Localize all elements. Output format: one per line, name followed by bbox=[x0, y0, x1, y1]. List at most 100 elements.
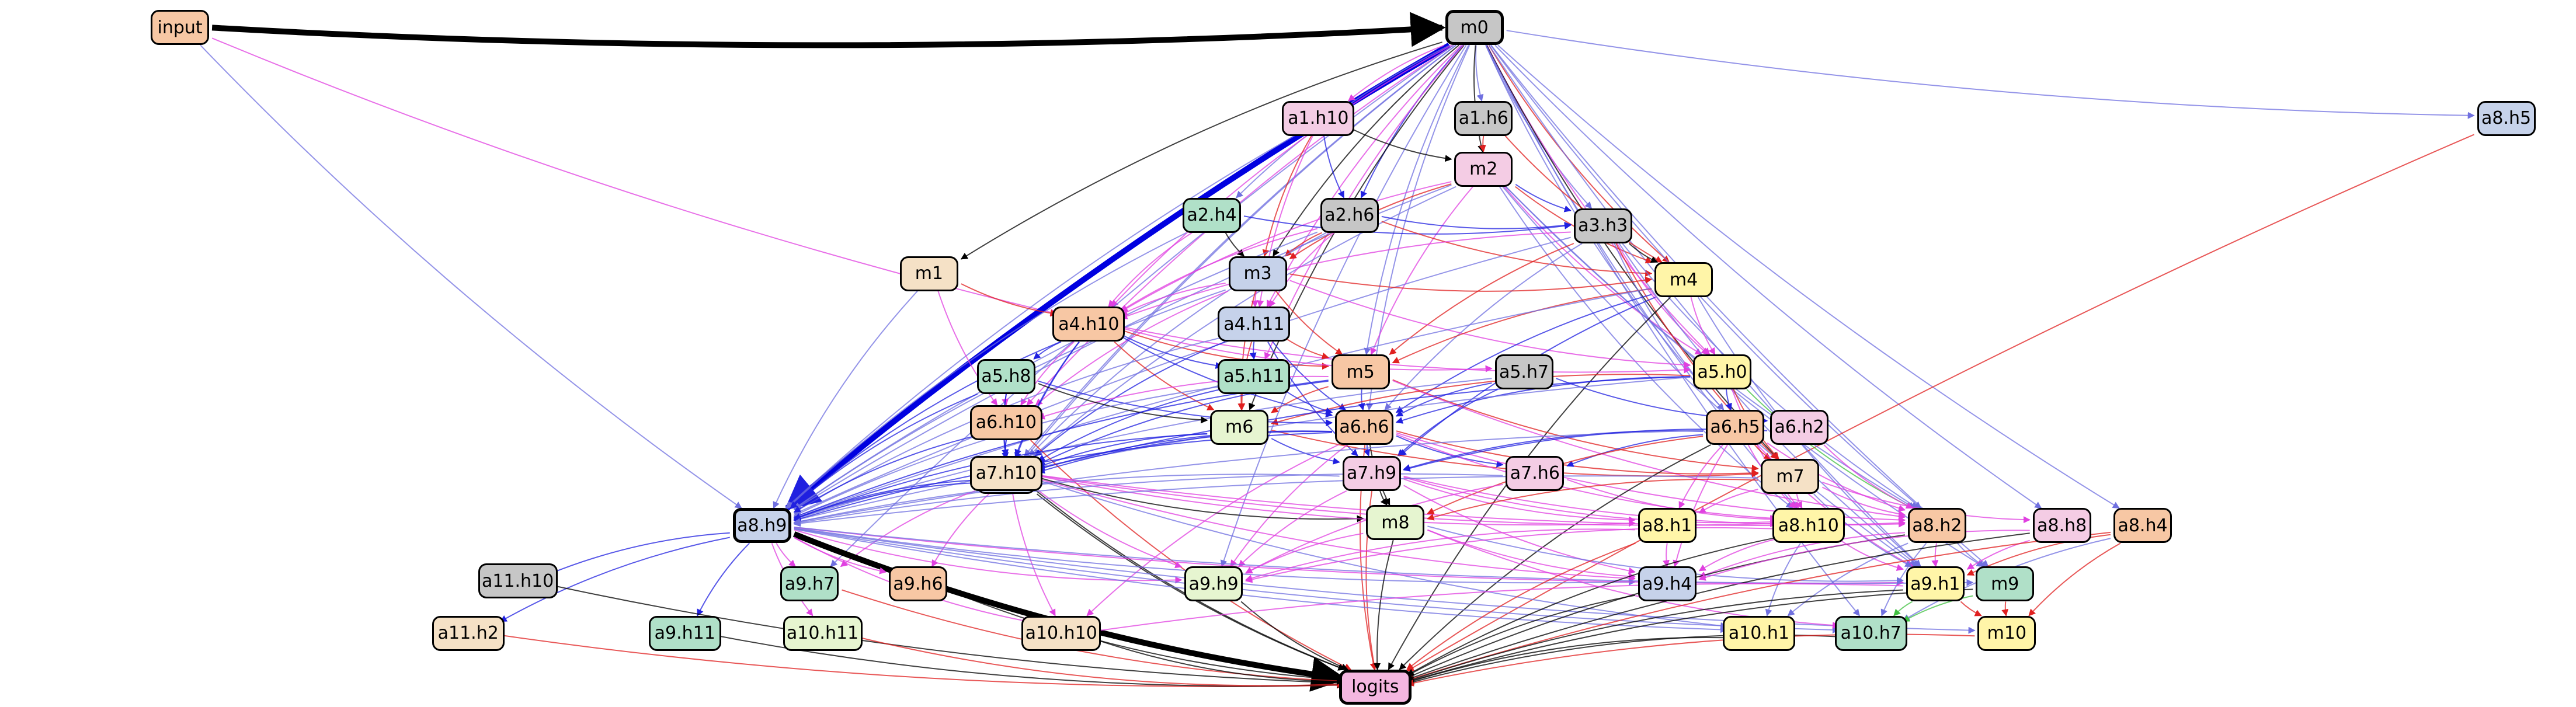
node-m5[interactable]: m5 bbox=[1331, 354, 1390, 390]
edge-a3h3-to-a8h9 bbox=[793, 236, 1571, 515]
edge-a4h10-to-a6h10 bbox=[1020, 341, 1075, 406]
edge-a8h2-to-a9h4 bbox=[1698, 532, 1905, 579]
edge-m4-to-a5h0 bbox=[1690, 297, 1716, 356]
node-a8h2[interactable]: a8.h2 bbox=[1907, 508, 1966, 544]
node-input[interactable]: input bbox=[151, 10, 210, 46]
edge-a6h5-to-a8h1 bbox=[1678, 444, 1724, 509]
node-a3h3[interactable]: a3.h3 bbox=[1573, 208, 1632, 243]
node-a6h6[interactable]: a6.h6 bbox=[1334, 409, 1393, 445]
edge-m3-to-a4h11 bbox=[1251, 291, 1259, 308]
edge-a8h4-to-m10 bbox=[2028, 542, 2121, 617]
node-a10h10[interactable]: a10.h10 bbox=[1021, 615, 1101, 651]
node-a8h8[interactable]: a8.h8 bbox=[2032, 508, 2091, 544]
edge-a5h11-to-a6h6 bbox=[1285, 391, 1333, 415]
edge-a8h8-to-logits bbox=[1406, 532, 2030, 681]
edge-a7h9-to-a8h1 bbox=[1403, 478, 1636, 524]
edge-m1-to-a8h9 bbox=[773, 290, 918, 509]
node-a8h4[interactable]: a8.h4 bbox=[2113, 508, 2172, 544]
edge-m0-to-a8h4 bbox=[1497, 44, 2120, 509]
node-a11h10[interactable]: a11.h10 bbox=[478, 563, 558, 599]
node-m8[interactable]: m8 bbox=[1366, 505, 1425, 541]
edge-a8h9-to-a11h2 bbox=[499, 537, 730, 622]
edge-a7h10-to-m8 bbox=[1038, 476, 1364, 523]
edge-a9h4-to-logits bbox=[1406, 594, 1635, 677]
node-a8h10[interactable]: a8.h10 bbox=[1772, 508, 1845, 544]
node-a6h10[interactable]: a6.h10 bbox=[969, 405, 1042, 440]
edge-m9-to-a10h7 bbox=[1902, 595, 1973, 622]
edge-a7h10-to-a9h7 bbox=[840, 490, 976, 567]
node-m3[interactable]: m3 bbox=[1228, 256, 1287, 291]
edge-m3-to-a4h10 bbox=[1120, 283, 1226, 315]
node-m1[interactable]: m1 bbox=[899, 256, 958, 291]
node-a6h5[interactable]: a6.h5 bbox=[1706, 409, 1765, 445]
node-m4[interactable]: m4 bbox=[1654, 262, 1713, 298]
node-a6h2[interactable]: a6.h2 bbox=[1770, 409, 1829, 445]
edge-a8h9-to-a10h1 bbox=[794, 528, 1728, 633]
edge-a7h9-to-a9h9 bbox=[1238, 490, 1347, 567]
node-a10h1[interactable]: a10.h1 bbox=[1722, 615, 1795, 651]
node-a5h0[interactable]: a5.h0 bbox=[1693, 354, 1752, 390]
edge-a6h6-to-a7h6 bbox=[1396, 435, 1504, 468]
edge-a8h9-to-a9h11 bbox=[697, 542, 750, 617]
edge-m5-to-m6 bbox=[1271, 386, 1329, 413]
node-a7h10[interactable]: a7.h10 bbox=[969, 455, 1042, 491]
node-a10h11[interactable]: a10.h11 bbox=[783, 615, 863, 651]
node-a4h10[interactable]: a4.h10 bbox=[1052, 307, 1125, 342]
node-a4h11[interactable]: a4.h11 bbox=[1218, 307, 1291, 342]
edge-m7-to-a8h2 bbox=[1821, 486, 1906, 518]
edge-m0-to-a4h11 bbox=[1266, 44, 1462, 308]
edge-a6h5-to-a7h6 bbox=[1566, 434, 1704, 467]
edge-a7h9-to-m8 bbox=[1379, 490, 1388, 506]
edge-a4h11-to-a7h10 bbox=[1034, 341, 1225, 457]
edge-a8h1-to-a9h9 bbox=[1245, 528, 1635, 582]
edge-m3-to-m6 bbox=[1237, 291, 1256, 411]
edge-a8h9-to-a11h10 bbox=[549, 532, 730, 575]
edge-a2h4-to-m3 bbox=[1225, 232, 1244, 257]
edge-a4h11-to-a6h6 bbox=[1272, 341, 1346, 410]
node-a9h11[interactable]: a9.h11 bbox=[648, 615, 721, 651]
node-a8h9[interactable]: a8.h9 bbox=[732, 508, 791, 544]
node-m9[interactable]: m9 bbox=[1976, 566, 2035, 602]
node-a2h4[interactable]: a2.h4 bbox=[1183, 197, 1242, 233]
edge-a4h10-to-a7h2 bbox=[1014, 341, 1080, 460]
edge-a5h8-to-m6 bbox=[1038, 383, 1208, 424]
node-a5h11[interactable]: a5.h11 bbox=[1218, 358, 1291, 394]
edge-a6h10-to-a8h9 bbox=[793, 436, 975, 513]
node-m0[interactable]: m0 bbox=[1445, 10, 1504, 46]
node-a11h2[interactable]: a11.h2 bbox=[432, 615, 505, 651]
node-m2[interactable]: m2 bbox=[1454, 151, 1513, 187]
node-a9h7[interactable]: a9.h7 bbox=[780, 566, 839, 602]
node-a8h5[interactable]: a8.h5 bbox=[2477, 100, 2536, 136]
edge-a5h8-to-a6h6 bbox=[1038, 380, 1333, 427]
edge-m4-to-m5 bbox=[1392, 288, 1652, 364]
node-logits[interactable]: logits bbox=[1339, 669, 1412, 705]
node-a9h4[interactable]: a9.h4 bbox=[1638, 566, 1697, 602]
node-a5h8[interactable]: a5.h8 bbox=[976, 358, 1035, 394]
edge-a8h10-to-logits bbox=[1406, 537, 1777, 676]
node-m7[interactable]: m7 bbox=[1761, 459, 1820, 494]
node-a7h9[interactable]: a7.h9 bbox=[1342, 455, 1401, 491]
edge-a8h9-to-a9h7 bbox=[776, 542, 796, 567]
edge-a3h3-to-a5h0 bbox=[1616, 243, 1709, 355]
node-m6[interactable]: m6 bbox=[1210, 409, 1269, 445]
edge-a5h7-to-a7h9 bbox=[1397, 389, 1498, 457]
node-a9h6[interactable]: a9.h6 bbox=[888, 566, 947, 602]
edge-a6h5-to-m7 bbox=[1754, 444, 1771, 459]
node-a2h6[interactable]: a2.h6 bbox=[1320, 197, 1379, 233]
node-a9h9[interactable]: a9.h9 bbox=[1184, 566, 1243, 602]
node-a10h7[interactable]: a10.h7 bbox=[1834, 615, 1907, 651]
edge-a8h2-to-m9 bbox=[1957, 542, 1986, 567]
node-a7h6[interactable]: a7.h6 bbox=[1506, 455, 1565, 491]
edge-a6h5-to-logits bbox=[1399, 444, 1711, 670]
node-a5h7[interactable]: a5.h7 bbox=[1494, 354, 1553, 390]
edge-a4h10-to-a5h7 bbox=[1121, 327, 1493, 372]
edge-m5-to-a6h6 bbox=[1358, 389, 1365, 411]
node-m10[interactable]: m10 bbox=[1977, 615, 2036, 651]
node-a1h6[interactable]: a1.h6 bbox=[1454, 100, 1513, 136]
node-a9h1[interactable]: a9.h1 bbox=[1906, 566, 1965, 602]
node-a1h10[interactable]: a1.h10 bbox=[1282, 100, 1355, 136]
edge-m0-to-m2 bbox=[1473, 45, 1485, 152]
edge-a7h10-to-logits bbox=[1036, 490, 1346, 671]
node-a8h1[interactable]: a8.h1 bbox=[1638, 508, 1697, 544]
